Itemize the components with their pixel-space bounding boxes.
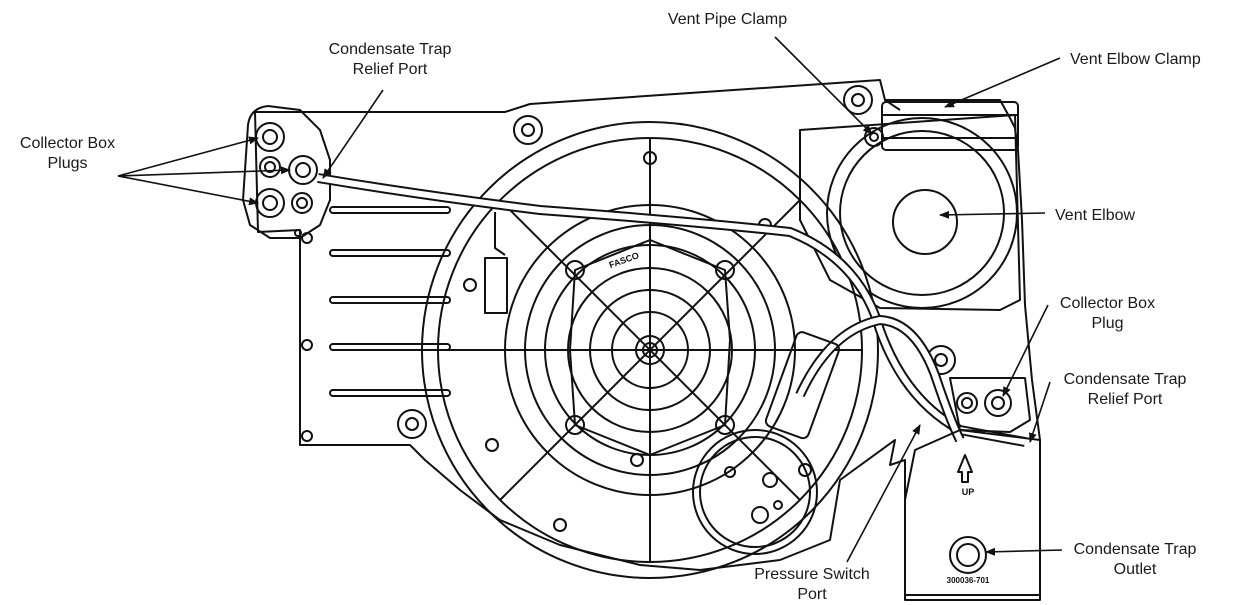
leader-collector-box-plug	[1002, 304, 1049, 397]
leader-vent-elbow	[939, 210, 1046, 219]
label-line: Relief Port	[1087, 391, 1163, 408]
label-line: Condensate Trap	[1063, 371, 1187, 388]
label-collector-box-plugs: Collector Box Plugs	[0, 134, 135, 174]
label-line: Condensate Trap	[328, 41, 452, 58]
label-line: Pressure Switch	[754, 566, 870, 583]
label-line: Condensate Trap	[1073, 541, 1197, 558]
label-line: Port	[797, 586, 827, 603]
leader-plug-1	[117, 136, 259, 177]
leader-condensate-outlet	[985, 547, 1063, 556]
label-line: Outlet	[1113, 561, 1157, 578]
leader-vent-elbow-clamp	[944, 57, 1061, 108]
leader-plug-3	[117, 175, 259, 206]
trap-part-number: 300036-701	[947, 576, 990, 585]
label-line: Collector Box	[1059, 295, 1156, 312]
leader-condensate-relief-top	[322, 89, 384, 179]
label-line: Collector Box	[19, 135, 116, 152]
leader-plug-2	[117, 166, 291, 177]
label-vent-elbow: Vent Elbow	[1055, 206, 1205, 226]
vent-elbow-body	[799, 114, 1021, 311]
blower-housing	[421, 121, 879, 579]
label-vent-pipe-clamp-text: Vent Pipe Clamp	[667, 11, 788, 28]
label-pressure-switch-port: Pressure Switch Port	[727, 565, 897, 605]
label-line: Plug	[1091, 315, 1124, 332]
label-vent-elbow-text: Vent Elbow	[1055, 207, 1136, 224]
label-condensate-trap-outlet: Condensate Trap Outlet	[1055, 540, 1215, 580]
label-line: Plugs	[47, 155, 88, 172]
leader-vent-pipe-clamp	[774, 36, 873, 135]
label-collector-box-plug: Collector Box Plug	[1040, 294, 1175, 334]
label-condensate-trap-relief-port-right: Condensate Trap Relief Port	[1045, 370, 1205, 410]
label-condensate-trap-relief-port-top: Condensate Trap Relief Port	[310, 40, 470, 80]
pressure-switch	[692, 331, 841, 555]
label-line: Relief Port	[352, 61, 428, 78]
label-vent-elbow-clamp: Vent Elbow Clamp	[1070, 50, 1250, 70]
trap-arrow-text: UP	[962, 487, 975, 497]
condensate-trap	[904, 429, 1041, 596]
blower-brand: FASCO	[608, 250, 641, 270]
vent-elbow-clamp-band	[881, 101, 1019, 151]
label-vent-elbow-clamp-text: Vent Elbow Clamp	[1070, 51, 1201, 68]
leader-pressure-switch-port	[846, 424, 921, 563]
label-vent-pipe-clamp: Vent Pipe Clamp	[640, 10, 815, 30]
collector-box-flange	[242, 105, 331, 239]
leader-condensate-relief-right	[1029, 381, 1051, 443]
